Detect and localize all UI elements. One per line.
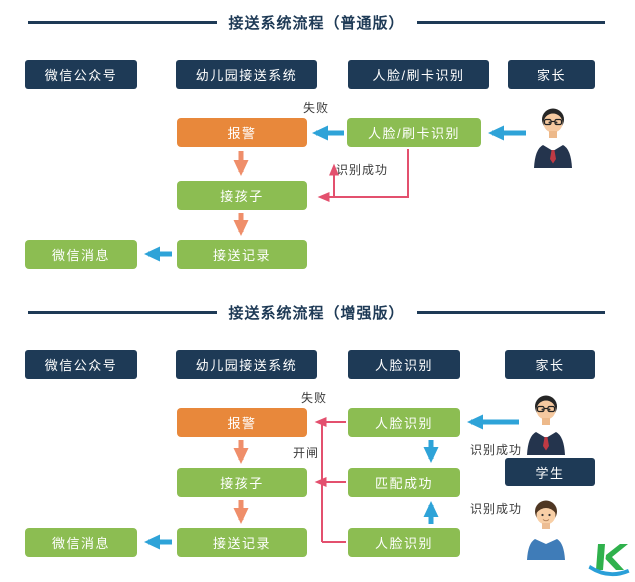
node-face-card-recognition: 人脸/刷卡识别 (347, 118, 481, 147)
parent-avatar-icon (534, 108, 572, 168)
edge-label-gate: 开闸 (292, 446, 319, 460)
node-match-success: 匹配成功 (348, 468, 460, 497)
lane-parent-2: 家长 (505, 350, 595, 379)
edge-label-fail-2: 失败 (300, 391, 327, 405)
node-student: 学生 (505, 458, 595, 486)
title-rule-left (28, 20, 217, 24)
node-wechat-message-1: 微信消息 (25, 240, 137, 269)
lane-parent-1: 家长 (508, 60, 595, 89)
node-face-recognition-student: 人脸识别 (348, 528, 460, 557)
title-rule-right (416, 20, 606, 24)
student-avatar (520, 496, 572, 560)
brand-watermark-logo (586, 543, 635, 582)
node-face-recognition-parent: 人脸识别 (348, 408, 460, 437)
node-record-2: 接送记录 (177, 528, 307, 557)
node-pick-child-1: 接孩子 (177, 181, 307, 210)
section-title-enhanced: 接送系统流程（增强版） (28, 302, 606, 322)
parent-avatar-2 (520, 391, 572, 455)
lane-recognition-2: 人脸识别 (348, 350, 460, 379)
parent-avatar-icon (527, 395, 565, 455)
edge-label-fail-1: 失败 (302, 101, 329, 115)
lane-wechat-official-1: 微信公众号 (25, 60, 137, 89)
lane-kindergarten-system-2: 幼儿园接送系统 (176, 350, 317, 379)
node-alarm-1: 报警 (177, 118, 307, 147)
title-rule-left (28, 310, 217, 314)
lane-wechat-official-2: 微信公众号 (25, 350, 137, 379)
section-title-text: 接送系统流程（普通版） (228, 14, 405, 32)
title-rule-right (416, 310, 606, 314)
node-record-1: 接送记录 (177, 240, 307, 269)
parent-avatar-1 (527, 104, 579, 168)
edge-label-success-1: 识别成功 (335, 163, 388, 177)
edge-label-success-student: 识别成功 (469, 502, 522, 516)
node-wechat-message-2: 微信消息 (25, 528, 137, 557)
section-title-normal: 接送系统流程（普通版） (28, 12, 606, 32)
node-pick-child-2: 接孩子 (177, 468, 307, 497)
node-alarm-2: 报警 (177, 408, 307, 437)
section-title-text: 接送系统流程（增强版） (228, 304, 405, 322)
edge-label-success-parent: 识别成功 (469, 443, 522, 457)
brand-logo-k-icon (588, 544, 630, 577)
lane-kindergarten-system-1: 幼儿园接送系统 (176, 60, 317, 89)
lane-recognition-1: 人脸/刷卡识别 (348, 60, 489, 89)
student-avatar-icon (527, 500, 565, 560)
